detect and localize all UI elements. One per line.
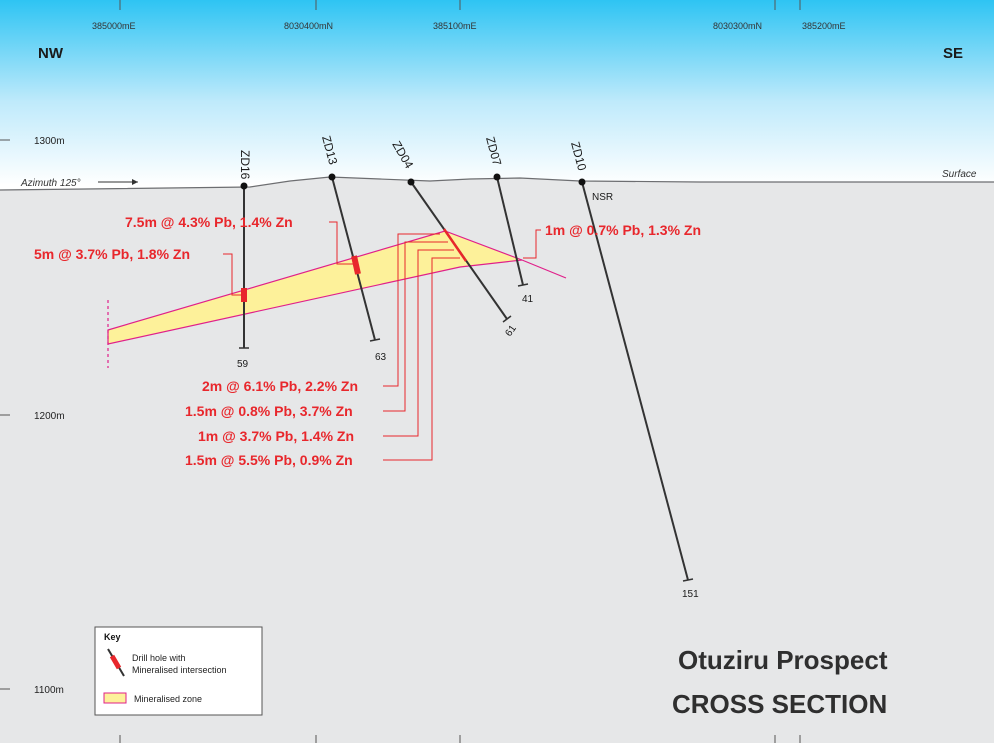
zone-key-swatch (103, 692, 127, 704)
hole-depth-zd16: 59 (237, 359, 249, 370)
intersection-label-c: 1m @ 3.7% Pb, 1.4% Zn (198, 428, 354, 444)
coord-385000mE: 385000mE (92, 21, 136, 31)
coord-8030300mN: 8030300mN (713, 21, 762, 31)
direction-nw: NW (38, 45, 64, 62)
coord-385200mE: 385200mE (802, 21, 846, 31)
surface-line (0, 176, 994, 191)
annotation-leaders (223, 221, 541, 461)
key-title: Key (104, 632, 121, 642)
hole-depth-zd13: 63 (375, 352, 387, 363)
drill-hole-zd07 (493, 173, 529, 287)
elevation-ticks (0, 139, 10, 690)
hole-label-zd16: ZD16 (238, 150, 252, 180)
legend-key: Key Drill hole with Mineralised intersec… (94, 626, 263, 716)
bottom-ticks (119, 735, 801, 743)
intersection-label-b: 1.5m @ 0.8% Pb, 3.7% Zn (185, 403, 353, 419)
intersection-label-zd16: 5m @ 3.7% Pb, 1.8% Zn (34, 246, 190, 262)
sky-band (0, 0, 994, 185)
direction-se: SE (943, 45, 963, 62)
surface-label: Surface (942, 169, 977, 180)
intersection-label-d: 1.5m @ 5.5% Pb, 0.9% Zn (185, 452, 353, 468)
elevation-1100m: 1100m (34, 685, 64, 696)
hole-depth-zd10: 151 (682, 589, 699, 600)
title-line-2: CROSS SECTION (672, 689, 887, 719)
zone-tail (521, 259, 567, 279)
intersection-label-zd07: 1m @ 0.7% Pb, 1.3% Zn (545, 222, 701, 238)
intersection-label-a: 2m @ 6.1% Pb, 2.2% Zn (202, 378, 358, 394)
ground-area (0, 177, 994, 743)
coord-385100mE: 385100mE (433, 21, 477, 31)
drill-hole-key-icon (107, 648, 125, 677)
hole-depth-zd07: 41 (522, 294, 534, 305)
drill-hole-zd04 (407, 178, 512, 323)
elevation-1200m: 1200m (34, 411, 65, 422)
key-zone-label: Mineralised zone (134, 694, 202, 704)
nsr-label: NSR (592, 192, 613, 203)
intersection-label-zd13: 7.5m @ 4.3% Pb, 1.4% Zn (125, 214, 293, 230)
intersection-zd04 (442, 228, 468, 262)
elevation-1300m: 1300m (34, 136, 65, 147)
key-drill-label-2: Mineralised intersection (132, 665, 227, 675)
coord-8030400mN: 8030400mN (284, 21, 333, 31)
title-line-1: Otuziru Prospect (678, 645, 888, 675)
drill-hole-zd10 (578, 178, 694, 582)
top-ticks (119, 0, 801, 10)
drill-hole-zd13 (328, 173, 381, 342)
key-drill-label-1: Drill hole with (132, 653, 186, 663)
azimuth-arrow-head (132, 179, 138, 185)
intersection-zd13 (351, 255, 361, 275)
azimuth-label: Azimuth 125° (20, 178, 81, 189)
